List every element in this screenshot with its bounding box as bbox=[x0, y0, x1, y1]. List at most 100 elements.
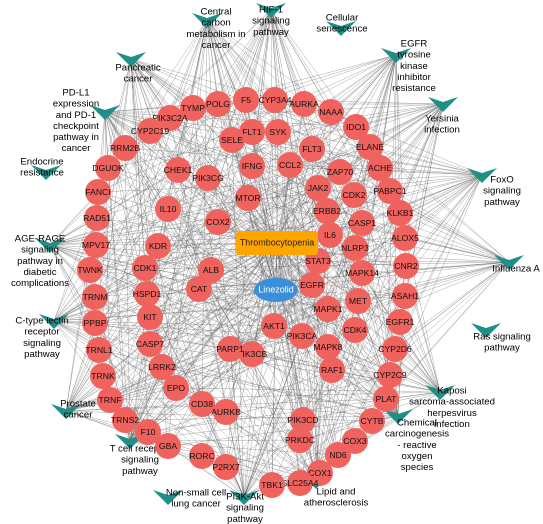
gene-label: ELANE bbox=[356, 142, 384, 152]
edge-gene-drug bbox=[167, 289, 277, 447]
edge-pathway-gene bbox=[49, 139, 233, 246]
edge-pathway-gene bbox=[206, 19, 391, 376]
pathway-node bbox=[326, 21, 356, 36]
edge-gene-disease bbox=[124, 242, 278, 421]
edge-pathway-gene bbox=[361, 174, 483, 274]
gene-node bbox=[112, 135, 138, 161]
edge-gene-drug bbox=[275, 289, 304, 421]
hub-node-layer: Thrombocytopenia Linezolid bbox=[236, 231, 318, 302]
pathway-node bbox=[471, 323, 501, 338]
gene-label: RORC bbox=[189, 451, 214, 461]
gene-label: CASP1 bbox=[348, 218, 376, 228]
edge-pathway-gene bbox=[161, 366, 399, 417]
edge-pathway-gene bbox=[206, 19, 219, 223]
edge-pathway-gene bbox=[299, 54, 397, 484]
edge-pathway-gene bbox=[130, 58, 149, 433]
gene-node bbox=[315, 334, 341, 360]
gene-label: AKT1 bbox=[263, 321, 285, 331]
edge-pathway-gene bbox=[399, 212, 510, 263]
gene-label: RRM2B bbox=[110, 143, 140, 153]
edge-gene-disease bbox=[276, 131, 279, 244]
edge-pathway-gene bbox=[270, 9, 341, 173]
pathway-node bbox=[192, 13, 222, 28]
gene-label: KIT bbox=[143, 312, 157, 322]
edge-pathway-gene bbox=[355, 103, 444, 128]
gene-node bbox=[259, 472, 285, 498]
gene-node bbox=[239, 153, 265, 179]
gene-node bbox=[342, 317, 368, 343]
edge-pathway-gene bbox=[98, 349, 399, 417]
gene-node bbox=[317, 222, 343, 248]
edge-gene-disease bbox=[251, 131, 278, 244]
edge-gene-disease bbox=[109, 242, 278, 401]
gene-node bbox=[318, 99, 344, 125]
gene-node bbox=[149, 354, 175, 380]
gene-label: ALB bbox=[203, 265, 220, 275]
edge-pathway-gene bbox=[251, 165, 510, 263]
gene-label: IDO1 bbox=[346, 122, 366, 132]
gene-label: CYP3A4 bbox=[259, 95, 292, 105]
pathway-node bbox=[229, 490, 259, 505]
edge-pathway-gene bbox=[130, 58, 233, 141]
gene-node bbox=[165, 157, 191, 183]
gene-label: MAPK8 bbox=[313, 342, 342, 352]
gene-node bbox=[137, 118, 163, 144]
gene-label: KLKB1 bbox=[387, 208, 414, 218]
gene-label: FLT1 bbox=[242, 127, 262, 137]
gene-node bbox=[315, 296, 341, 322]
gene-node bbox=[377, 178, 403, 204]
edge-gene-disease bbox=[107, 167, 278, 244]
gene-label: GBA bbox=[159, 441, 177, 451]
edge-pathway-gene bbox=[317, 260, 441, 393]
edge-gene-disease bbox=[192, 107, 278, 244]
edge-gene-drug bbox=[94, 289, 277, 324]
gene-node bbox=[392, 283, 418, 309]
edge-pathway-gene bbox=[229, 348, 245, 498]
gene-node bbox=[262, 87, 288, 113]
gene-label: CDK2 bbox=[343, 190, 366, 200]
edge-pathway-gene bbox=[124, 147, 131, 442]
gene-node bbox=[132, 255, 158, 281]
pathway-node bbox=[467, 168, 497, 183]
edge-pathway-gene bbox=[273, 261, 510, 327]
edge-pathway-gene bbox=[206, 19, 381, 169]
gene-node bbox=[287, 470, 313, 496]
gene-label: ND6 bbox=[329, 450, 346, 460]
gene-label: SELE bbox=[221, 135, 243, 145]
edge-gene-disease bbox=[276, 148, 313, 244]
edge-pathway-gene bbox=[385, 174, 483, 400]
gene-label: PABPC1 bbox=[373, 186, 406, 196]
gene-node bbox=[82, 284, 108, 310]
gene-node bbox=[189, 443, 215, 469]
pathway-node bbox=[35, 238, 65, 253]
edge-gene-drug bbox=[95, 244, 277, 291]
gene-label: RAF1 bbox=[321, 365, 343, 375]
edge-pathway-gene bbox=[251, 9, 272, 133]
edge-pathway-gene bbox=[330, 111, 441, 393]
edge-gene-disease bbox=[229, 242, 278, 350]
edge-pathway-gene bbox=[89, 9, 272, 271]
edge-pathway-gene bbox=[319, 103, 444, 474]
disease-node bbox=[236, 231, 318, 255]
gene-label: PIK3CG bbox=[192, 173, 224, 183]
gene-label: MPV17 bbox=[82, 240, 110, 250]
edge-pathway-gene bbox=[217, 9, 272, 105]
gene-label: TRNM bbox=[83, 292, 108, 302]
edge-gene-drug bbox=[107, 167, 277, 291]
edge-gene-drug bbox=[97, 191, 277, 291]
gene-node bbox=[205, 91, 231, 117]
gene-node bbox=[233, 87, 259, 113]
edge-gene-disease bbox=[276, 164, 291, 244]
gene-node bbox=[134, 281, 160, 307]
gene-node bbox=[86, 337, 112, 363]
gene-label: TWNK bbox=[77, 265, 103, 275]
edge-pathway-gene bbox=[130, 58, 148, 295]
edge-gene-drug bbox=[275, 289, 339, 456]
edge-pathway-gene bbox=[243, 265, 407, 498]
edge-pathway-gene bbox=[357, 261, 510, 302]
edge-pathway-gene bbox=[167, 445, 245, 498]
gene-node bbox=[217, 336, 243, 362]
